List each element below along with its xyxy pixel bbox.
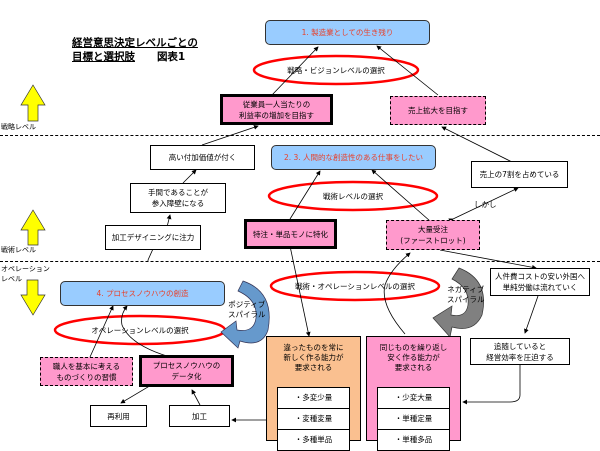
node-reuse: 再利用 (90, 405, 147, 427)
node-mass-line2: (ファーストロット) (400, 236, 466, 245)
strategic-up-arrow-icon (20, 84, 46, 122)
capability-repeat-list: ・少変大量 ・単種定量 ・単種多品 (377, 387, 450, 451)
negative-spiral-line2: スパイラル (447, 295, 485, 304)
negative-spiral-arrow-icon (432, 267, 484, 338)
negative-spiral-label: ネガティブ スパイラル (447, 285, 485, 305)
node-overseas-labor: 人件費コストの安い外国へ単純労働は流れていく (490, 268, 590, 296)
tactics-selection-label: 戦術レベルの選択 (323, 191, 383, 201)
capability-new-item: ・変種変量 (278, 409, 349, 430)
capability-repeat-item: ・単種多品 (394, 435, 433, 444)
node-processing: 加工 (169, 405, 230, 427)
arrow-mass-to-goal23 (371, 169, 431, 222)
goal-creative-work: 2. 3. 人間的な創造性のある仕事をしたい (271, 145, 436, 170)
capability-repeat-header-line2: 安く作る能力が (387, 353, 440, 362)
node-high-value: 高い付加価値が付く (150, 145, 255, 170)
node-follow-pressure: 追随していると経営効率を圧迫する (470, 338, 570, 365)
title-line1: 経営意思決定レベルごとの (72, 37, 198, 49)
node-overseas-line2: 単純労働は流れていく (502, 283, 578, 292)
label-however: しかし (474, 200, 497, 209)
capability-repeat-item: ・少変大量 (378, 388, 449, 409)
capability-repeat-header: 同じものを繰り返し 安く作る能力が 要求される (367, 337, 460, 373)
arrow-highvalue-to-profit (201, 125, 259, 146)
tactics-operation-selection-label: 戦術・オペレーションレベルの選択 (295, 281, 415, 291)
diagram-title: 経営意思決定レベルごとの 目標と選択肢 図表1 (72, 36, 198, 64)
capability-new-header-line1: 違ったものを常に (283, 343, 344, 352)
goal-survival: 1. 製造業としての生き残り (265, 20, 430, 45)
node-profit-line2: 利益率の増加を目指す (239, 110, 314, 120)
tactical-up-arrow-icon (20, 209, 46, 246)
operation-selection-label: オペレーションレベルの選択 (91, 325, 189, 335)
node-sales-70: 売上の7割を占めている (471, 161, 568, 188)
capability-repeat-item: ・単種定量 (378, 409, 449, 430)
figure-label: 図表1 (156, 51, 186, 63)
capability-new-item: ・多種単品 (294, 435, 333, 444)
node-entry-barrier: 手間であることが参入障壁になる (130, 183, 226, 213)
negative-spiral-line1: ネガティブ (447, 285, 485, 294)
strategy-selection-ellipse (252, 54, 420, 86)
node-overseas-line1: 人件費コストの安い外国へ (495, 272, 585, 281)
capability-repeat-header-line1: 同じものを繰り返し (379, 343, 448, 352)
tactical-level-label: 戦術レベル (1, 246, 36, 254)
arrow-barrier-to-highvalue (182, 169, 197, 184)
arrow-custom-to-new-capability (289, 245, 311, 337)
arrow-however-to-sales70 (448, 187, 519, 223)
node-sales-expansion: 売上拡大を目指す (390, 96, 486, 125)
node-follow-line1: 追随していると (493, 341, 547, 351)
arrow-processdata-to-goal4 (121, 305, 171, 358)
operation-down-arrow-icon (20, 279, 46, 316)
arrow-follow-to-repeat-capability (462, 363, 521, 405)
arrow-craftsman-to-goal4 (89, 305, 114, 358)
arrow-overseas-to-follow (524, 295, 539, 334)
positive-spiral-line1: ポジティブ (228, 300, 266, 309)
node-follow-line2: 経営効率を圧迫する (486, 352, 554, 362)
node-mass-line1: 大量受注 (417, 225, 448, 234)
node-processdata-line1: プロセスノウハウの (152, 361, 221, 370)
capability-new-item: ・多変少量 (278, 388, 349, 409)
node-profit-per-employee: 従業員一人当たりの利益率の増加を目指す (220, 94, 333, 125)
positive-spiral-label: ポジティブ スパイラル (228, 300, 266, 320)
goal-process-knowhow: 4. プロセスノウハウの創造 (60, 281, 225, 306)
strategy-selection-label: 戦略・ビジョンレベルの選択 (287, 65, 385, 75)
capability-new-products: 違ったものを常に 新しく作る能力が 要求される ・多変少量 ・変種変量 ・多種単… (266, 336, 361, 451)
operation-level-label-line1: オペレーション (1, 265, 50, 273)
node-profit-line1: 従業員一人当たりの (242, 99, 311, 109)
arrow-profit-to-goal1 (271, 46, 319, 96)
node-craftsman-line2: ものづくりの習慣 (56, 372, 117, 382)
capability-new-header-line3: 要求される (294, 363, 333, 372)
arrow-processing-to-processdata (191, 389, 201, 406)
operation-level-label: オペレーション レベル (1, 264, 50, 284)
capability-repeat-header-line3: 要求される (394, 363, 433, 372)
capability-new-list: ・多変少量 ・変種変量 ・多種単品 (277, 387, 350, 451)
arrow-sales70-to-sales (441, 126, 513, 163)
capability-new-header-line2: 新しく作る能力が (283, 353, 344, 362)
arrow-mass-to-overseas (439, 249, 537, 270)
title-line2: 目標と選択肢 (72, 51, 135, 63)
node-barrier-line1: 手間であることが (148, 188, 208, 197)
positive-spiral-line2: スパイラル (228, 310, 266, 319)
capability-repeat-products: 同じものを繰り返し 安く作る能力が 要求される ・少変大量 ・単種定量 ・単種多… (366, 336, 461, 451)
node-processing-design: 加工デザイニングに注力 (105, 225, 201, 250)
node-process-data: プロセスノウハウのデータ化 (139, 355, 234, 387)
node-processdata-line2: データ化 (171, 372, 202, 381)
capability-new-header: 違ったものを常に 新しく作る能力が 要求される (267, 337, 360, 373)
strategic-level-divider (0, 135, 600, 136)
strategic-level-label: 戦略レベル (1, 123, 36, 131)
operation-level-label-line2: レベル (1, 275, 22, 283)
tactics-operation-selection-ellipse (269, 270, 441, 302)
tactical-level-divider (0, 261, 600, 262)
positive-spiral-arrow-icon (220, 280, 270, 349)
node-craftsman-habit: 職人を基本に考えるものづくりの習慣 (40, 357, 133, 386)
node-barrier-line2: 参入障壁になる (151, 199, 205, 208)
node-mass-order: 大量受注 (ファーストロット) (386, 220, 480, 250)
tactics-selection-ellipse (267, 180, 439, 212)
node-craftsman-line1: 職人を基本に考える (52, 361, 121, 371)
node-custom-single: 特注・単品モノに特化 (244, 219, 337, 249)
arrow-repeat-to-mass (383, 252, 411, 335)
arrow-custom-to-goal23 (289, 170, 321, 220)
arrow-sales-to-goal1 (376, 45, 439, 96)
